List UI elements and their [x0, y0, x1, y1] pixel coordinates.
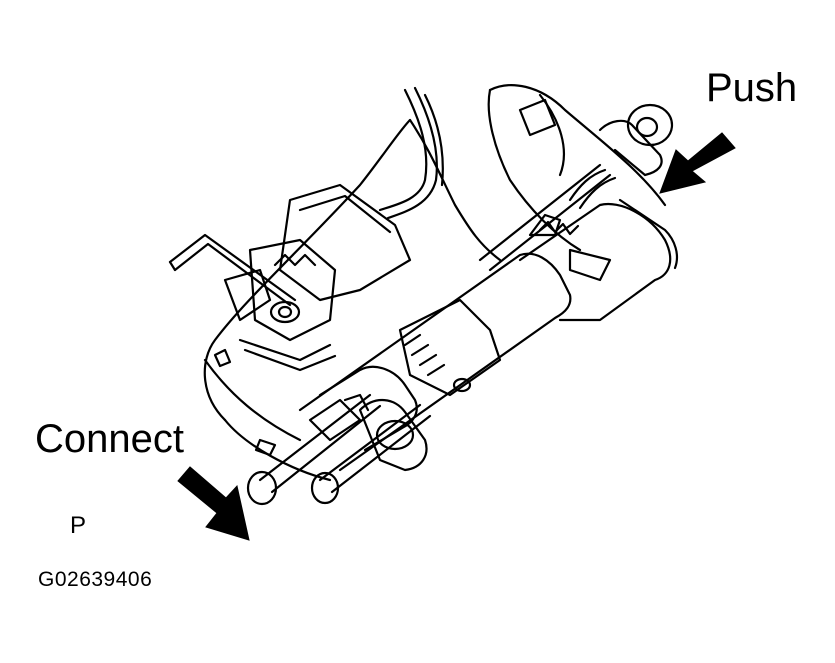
sender-gauge-unit	[225, 185, 410, 370]
pump-canister	[300, 254, 570, 470]
push-label: Push	[706, 66, 798, 110]
upper-outlet-pipe	[480, 105, 672, 270]
connect-label: Connect	[35, 417, 184, 461]
filter-bracket	[520, 200, 677, 320]
wire-harness	[380, 88, 443, 218]
float-arm	[170, 235, 295, 305]
lower-fuel-pipes	[248, 395, 430, 504]
corrugated-hose	[540, 170, 615, 234]
marker-label: P	[70, 512, 87, 539]
push-arrow-icon	[660, 133, 735, 193]
figure-code: G02639406	[38, 568, 153, 591]
connect-arrow-icon	[178, 467, 249, 540]
